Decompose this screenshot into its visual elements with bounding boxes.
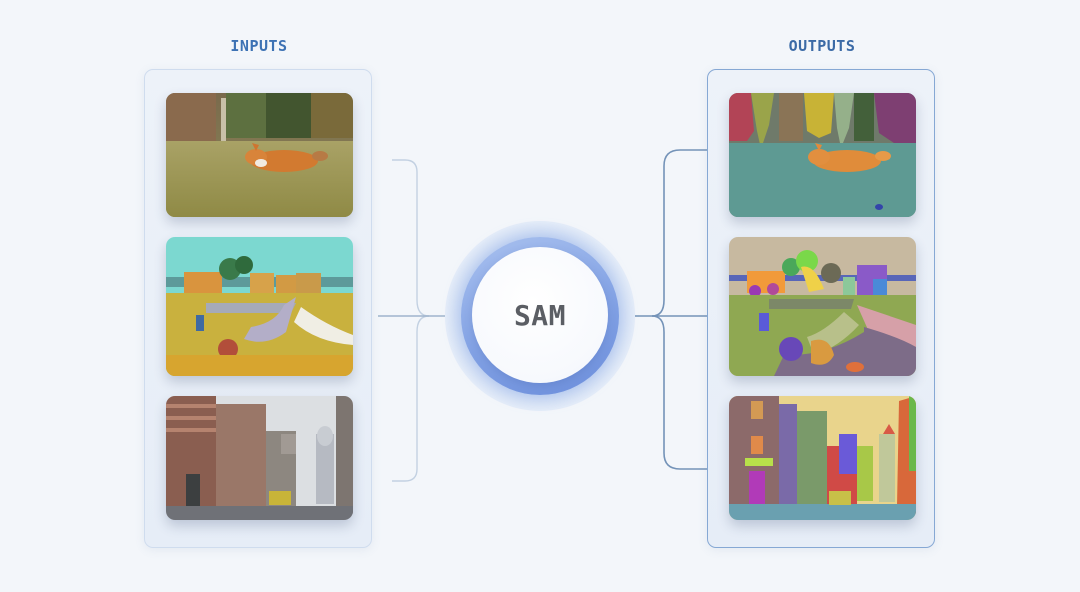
outputs-title: OUTPUTS: [788, 37, 856, 55]
painting-icon: [166, 237, 353, 376]
corgi-photo-icon: [166, 93, 353, 217]
corgi-mask-icon: [729, 93, 916, 217]
input-bracket: [392, 159, 430, 482]
inputs-title: INPUTS: [230, 37, 288, 55]
input-image-corgi[interactable]: [166, 93, 353, 217]
inputs-panel: [144, 69, 372, 548]
output-image-painting[interactable]: [729, 237, 916, 376]
input-image-painting[interactable]: [166, 237, 353, 376]
output-bracket: [635, 149, 707, 470]
output-image-corgi[interactable]: [729, 93, 916, 217]
sam-model-node[interactable]: SAM: [472, 247, 608, 383]
painting-mask-icon: [729, 237, 916, 376]
input-image-street[interactable]: [166, 396, 353, 520]
sam-label: SAM: [513, 298, 567, 332]
output-image-street[interactable]: [729, 396, 916, 520]
street-mask-icon: [729, 396, 916, 520]
outputs-panel: [707, 69, 935, 548]
street-photo-icon: [166, 396, 353, 520]
